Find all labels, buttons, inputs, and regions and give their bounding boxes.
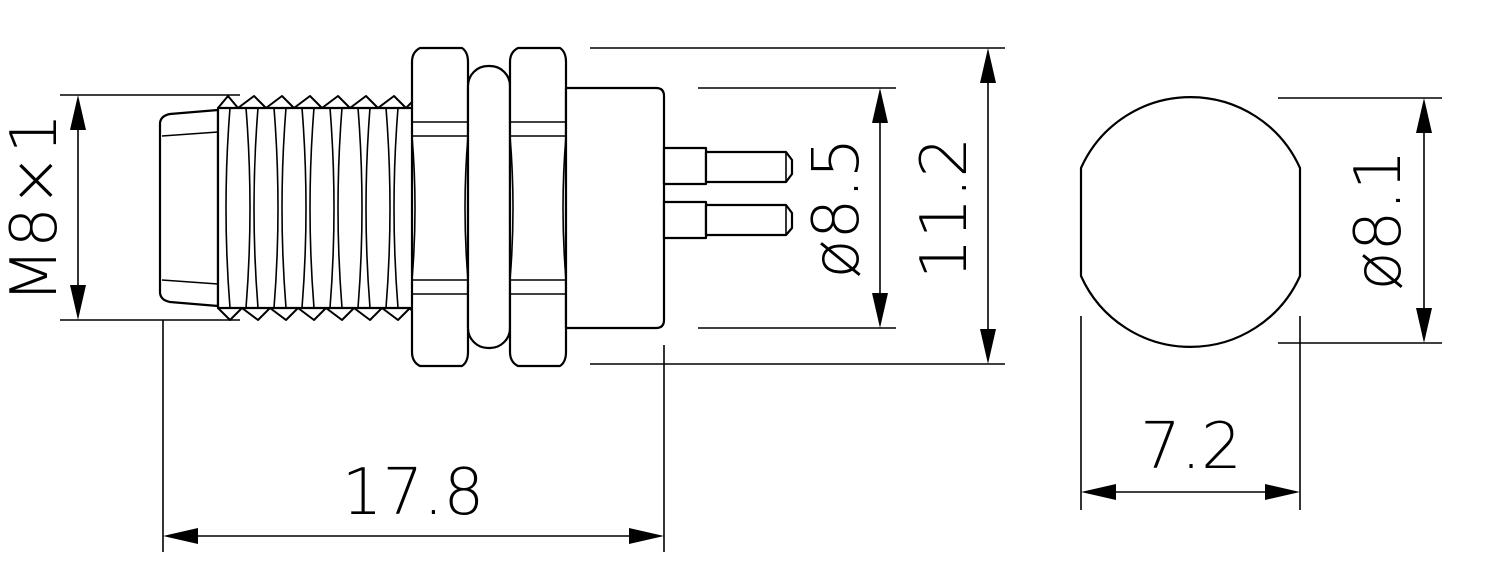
rear-housing	[564, 86, 666, 330]
hex-nut-right	[508, 46, 568, 368]
dimension-round-width: 7.2	[1080, 316, 1301, 510]
pin-circle-label: ø8.5	[800, 138, 874, 279]
connector-front-view	[1079, 96, 1302, 348]
dimension-thread: M8×1	[0, 94, 240, 321]
dimension-round-diameter: ø8.1	[1278, 97, 1442, 344]
thread-label: M8×1	[0, 113, 72, 303]
contact-pins	[662, 146, 794, 240]
dimension-pin-circle: ø8.5	[698, 87, 896, 329]
hex-nut-left	[410, 46, 470, 368]
front-cap	[158, 108, 220, 308]
hex-height-label: 11.2	[908, 137, 982, 280]
round-width-label: 7.2	[1140, 410, 1242, 484]
dimension-overall-length: 17.8	[162, 320, 665, 552]
round-profile	[1079, 96, 1302, 348]
connector-side-view	[158, 46, 794, 368]
threaded-body	[216, 95, 416, 321]
round-diameter-label: ø8.1	[1342, 150, 1416, 291]
overall-length-label: 17.8	[342, 456, 485, 530]
dimension-hex-height: 11.2	[590, 47, 1005, 365]
o-ring	[466, 64, 512, 350]
